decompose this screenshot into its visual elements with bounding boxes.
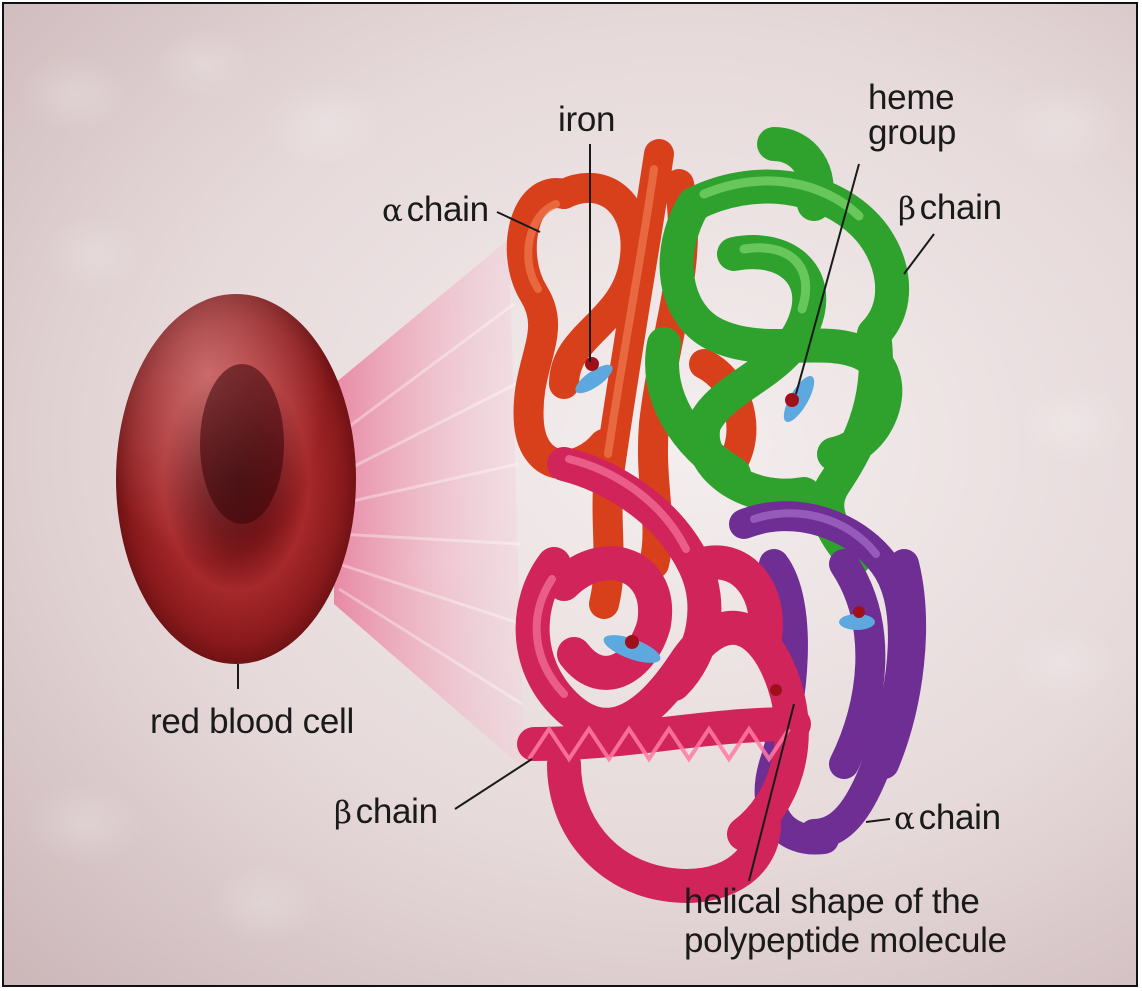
label-helical-shape: helical shape of the polypeptide molecul… [684, 884, 1007, 958]
label-heme-group: heme group [868, 80, 956, 150]
beta-symbol: β [334, 795, 352, 831]
label-heme-group-line2: group [868, 115, 956, 150]
alpha-chain-top-subunit [522, 154, 742, 604]
label-heme-group-line1: heme [868, 80, 956, 115]
leader-beta-chain-top [904, 234, 934, 274]
label-helical-line2: polypeptide molecule [684, 923, 1007, 958]
label-helical-line1: helical shape of the [684, 884, 1007, 919]
label-beta-chain-top-text: chain [920, 188, 1002, 227]
label-alpha-chain-top: αchain [382, 192, 489, 227]
red-blood-cell [116, 294, 356, 664]
label-alpha-chain-bottom-text: chain [919, 798, 1001, 837]
beta-symbol: β [898, 191, 916, 227]
alpha-symbol: α [382, 193, 403, 229]
label-red-blood-cell: red blood cell [150, 704, 354, 739]
alpha-symbol: α [894, 801, 915, 837]
label-beta-chain-top: βchain [898, 190, 1002, 225]
label-beta-chain-bottom-text: chain [356, 792, 438, 831]
label-iron: iron [558, 102, 615, 137]
label-alpha-chain-bottom: αchain [894, 800, 1001, 835]
leader-beta-chain-bottom [455, 759, 532, 809]
leader-alpha-chain-bottom [866, 819, 890, 822]
label-beta-chain-bottom: βchain [334, 794, 438, 829]
label-alpha-chain-top-text: chain [407, 190, 489, 229]
heme-group-small [770, 684, 782, 696]
hemoglobin-diagram [4, 4, 1138, 987]
